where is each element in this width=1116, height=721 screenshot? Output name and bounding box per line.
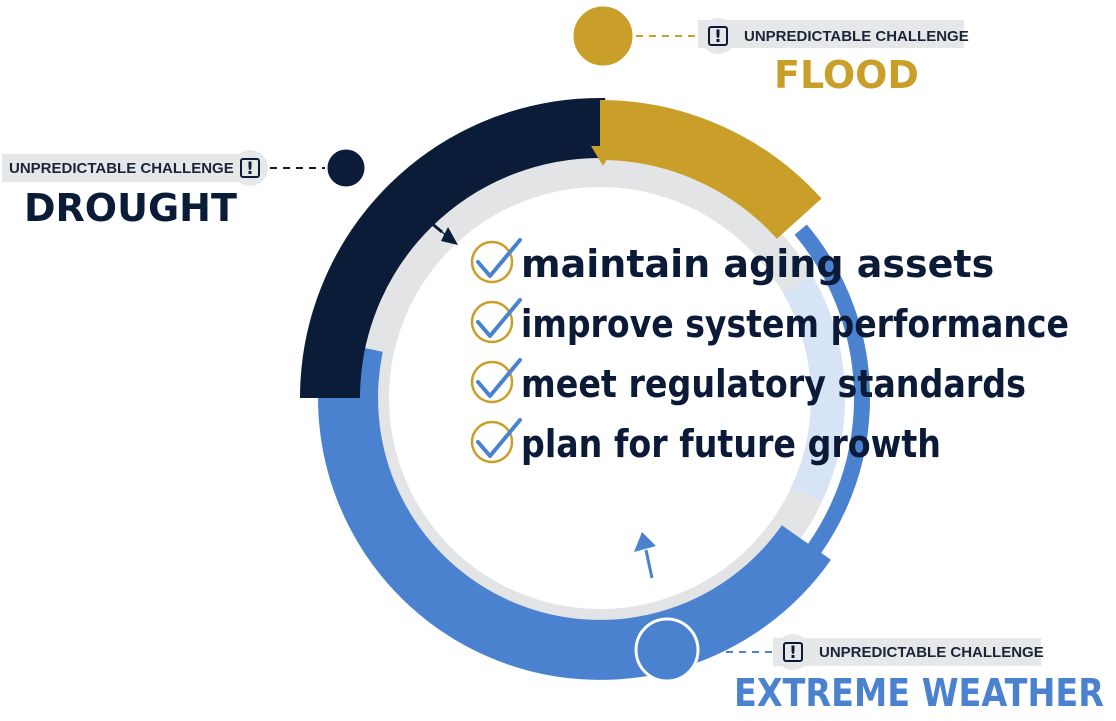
flood-arrow (591, 100, 615, 166)
drought-label: DROUGHT (24, 186, 237, 230)
goal-text: maintain aging assets (521, 242, 994, 286)
exclamation-box-icon (240, 158, 260, 178)
check-circle-icon (470, 360, 514, 404)
drought-arrow (417, 210, 458, 245)
goal-text: plan for future growth (521, 422, 941, 466)
extreme-weather-label: EXTREME WEATHER (734, 671, 1104, 715)
flood-ring-segment (599, 100, 822, 240)
blue-thin-ring-segment (779, 224, 870, 589)
goal-item: maintain aging assets (470, 238, 994, 286)
goals-list: maintain aging assets improve system per… (470, 238, 1069, 466)
flood-tag-label: UNPREDICTABLE CHALLENGE (744, 28, 969, 45)
drought-ring-segment (300, 97, 606, 399)
extreme-weather-tag: ! UNPREDICTABLE CHALLENGE (773, 634, 1044, 670)
drought-node (324, 146, 368, 190)
drought-tag: ! UNPREDICTABLE CHALLENGE (2, 150, 268, 186)
check-circle-icon (470, 300, 514, 344)
extreme-weather-arrow (634, 532, 656, 579)
svg-text:!: ! (714, 27, 722, 47)
goal-text: meet regulatory standards (521, 362, 1026, 406)
flood-label: FLOOD (774, 53, 919, 97)
exclamation-box-icon (783, 642, 803, 662)
svg-text:!: ! (246, 159, 254, 179)
flood-tag: ! UNPREDICTABLE CHALLENGE (698, 18, 969, 54)
flood-node (570, 3, 636, 69)
extreme-weather-ring-segment (318, 339, 831, 680)
extreme-weather-tag-label: UNPREDICTABLE CHALLENGE (819, 644, 1044, 661)
goal-item: meet regulatory standards (470, 358, 1026, 406)
check-circle-icon (470, 240, 514, 284)
light-blue-ring-segment (782, 275, 845, 502)
check-circle-icon (470, 420, 514, 464)
extreme-weather-node (634, 617, 700, 683)
goal-text: improve system performance (521, 302, 1069, 346)
exclamation-box-icon (708, 26, 728, 46)
goal-item: improve system performance (470, 298, 1069, 346)
goal-item: plan for future growth (470, 418, 941, 466)
svg-text:!: ! (789, 643, 797, 663)
drought-tag-label: UNPREDICTABLE CHALLENGE (9, 160, 234, 177)
